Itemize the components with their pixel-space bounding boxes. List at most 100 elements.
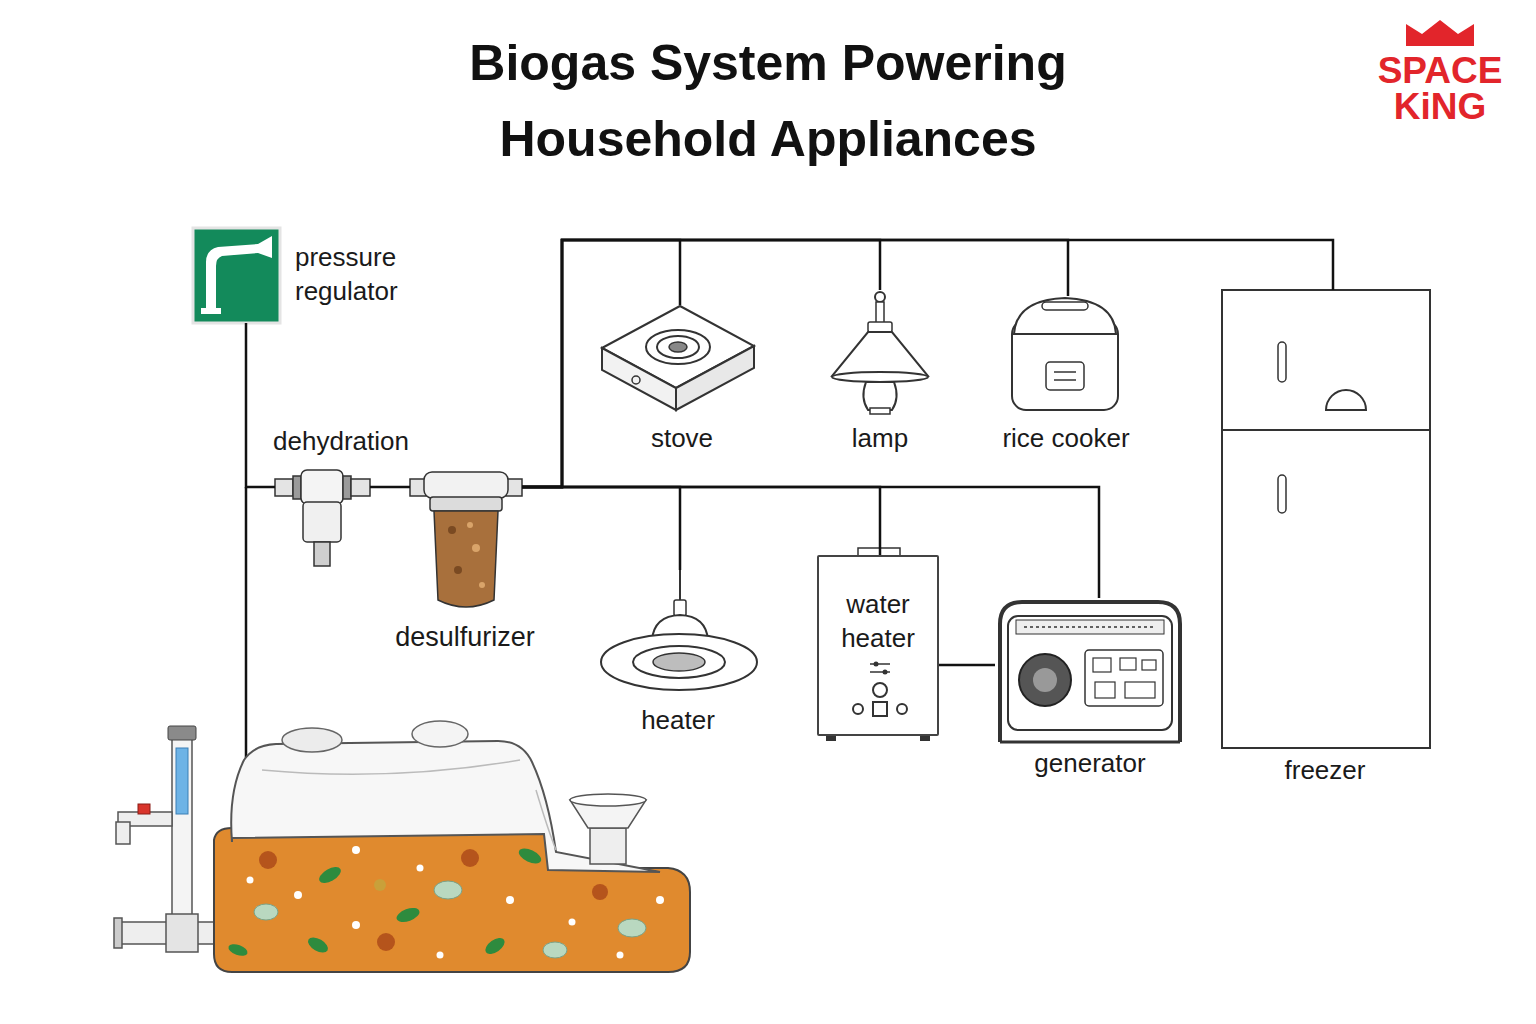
lamp-base: [870, 408, 890, 414]
heater-fitting: [674, 600, 686, 616]
component-node: desulfurizer: [410, 470, 522, 615]
freezer-handle: [1278, 342, 1286, 382]
control-knob: [873, 683, 887, 697]
gas-pipe-connector: [522, 487, 880, 555]
organic-matter: [461, 849, 479, 867]
node-text-block: pressure regulator: [295, 240, 435, 308]
node-label: generator: [970, 746, 1210, 780]
dehydrator-head: [301, 470, 343, 504]
component-node: pressure regulator: [193, 228, 280, 323]
organic-matter: [259, 851, 277, 869]
component-node: stove: [600, 305, 756, 411]
diagram-title: Biogas System Powering Household Applian…: [368, 25, 1168, 177]
control-symbol: [883, 670, 888, 675]
cooker-handle: [1042, 302, 1088, 310]
gas-bubble: [352, 921, 360, 929]
digester-cover: [231, 741, 660, 872]
gas-bubble: [352, 846, 360, 854]
tap-valve: [138, 804, 150, 814]
node-label: desulfurizer: [345, 620, 585, 655]
filter-canister: [434, 511, 498, 607]
filter-granule: [454, 566, 462, 574]
gas-bubble: [417, 865, 424, 872]
cooker-switch: [1054, 371, 1076, 373]
node-text-block: stove: [562, 421, 802, 455]
regulator-sign: [193, 228, 280, 323]
plant-matter: [517, 845, 544, 866]
microbe: [543, 942, 567, 958]
component-node: generator: [995, 598, 1183, 746]
cooker-switch: [1054, 379, 1076, 381]
gas-pipe-connector: [246, 323, 275, 487]
gas-bubble: [569, 919, 576, 926]
logo-text: SPACE: [1360, 50, 1520, 92]
freezer-handle: [1278, 475, 1286, 513]
freezer-door-split: [1222, 429, 1430, 431]
panel-control: [1093, 658, 1111, 672]
fitting-ring: [343, 476, 351, 499]
microbe: [434, 881, 462, 899]
gas-pipe-connector: [939, 664, 995, 667]
filter-granule: [479, 582, 485, 588]
microbe: [254, 904, 278, 920]
component-node: freezer: [1222, 290, 1430, 748]
filter-granule: [467, 522, 473, 528]
generator-engine: [1019, 654, 1071, 706]
gas-bubble: [656, 896, 664, 904]
filter-head: [424, 472, 508, 498]
lamp-hook: [875, 292, 885, 302]
fitting-ring: [293, 476, 301, 499]
panel-control: [1142, 660, 1156, 670]
control-knob: [853, 704, 863, 714]
node-label: freezer: [1205, 753, 1445, 787]
outlet-pipe: [172, 738, 192, 928]
cover-fold: [536, 790, 556, 850]
node-label: rice cooker: [946, 421, 1186, 455]
burner-ring: [657, 336, 699, 358]
cover-fold: [262, 760, 520, 774]
fitting: [275, 479, 293, 496]
heater-reflector: [601, 634, 757, 690]
node-label: water heater: [819, 587, 937, 655]
water-gauge: [176, 748, 188, 814]
control-symbol: [874, 662, 879, 667]
feed-inlet: [590, 828, 626, 864]
lamp-rim: [832, 372, 928, 382]
component-node: rice cooker: [1010, 296, 1120, 412]
pipe-tee: [166, 914, 198, 952]
node-text-block: heater: [558, 703, 798, 737]
generator-frame: [1000, 602, 1180, 742]
logo-text: KiNG: [1360, 86, 1520, 128]
gas-pipe-connector: [522, 487, 1099, 598]
plant-matter: [483, 935, 508, 957]
plant-matter: [227, 942, 249, 958]
node-label: stove: [562, 421, 802, 455]
gas-pipe-connector: [370, 486, 410, 489]
logo-crown: [1406, 20, 1474, 46]
filter-granule: [448, 526, 456, 534]
gas-pipe-connector: [522, 487, 680, 570]
lamp-stem: [876, 302, 884, 324]
generator-rail: [1000, 741, 1180, 744]
node-text-block: generator: [970, 746, 1210, 780]
fitting: [351, 479, 370, 496]
pipe-cap: [168, 726, 196, 740]
node-text-block: water heater: [819, 587, 937, 655]
gas-bubble: [506, 896, 514, 904]
feed-funnel-rim: [570, 794, 646, 806]
control-knob: [897, 704, 907, 714]
weight-stone: [282, 728, 342, 752]
dehydrator-body: [303, 502, 341, 542]
tap-spout: [116, 822, 130, 844]
heater-element: [653, 653, 705, 671]
heater-ring: [633, 646, 725, 678]
lamp-collar: [868, 322, 892, 332]
digester-slurry: [214, 828, 690, 972]
generator-panel: [1085, 650, 1163, 706]
node-label: dehydration: [221, 424, 461, 458]
node-label: lamp: [760, 421, 1000, 455]
node-text-block: rice cooker: [946, 421, 1186, 455]
appliance-box: water heater: [817, 555, 939, 736]
cooker-panel: [1046, 362, 1084, 390]
node-label: pressure regulator: [295, 240, 435, 308]
